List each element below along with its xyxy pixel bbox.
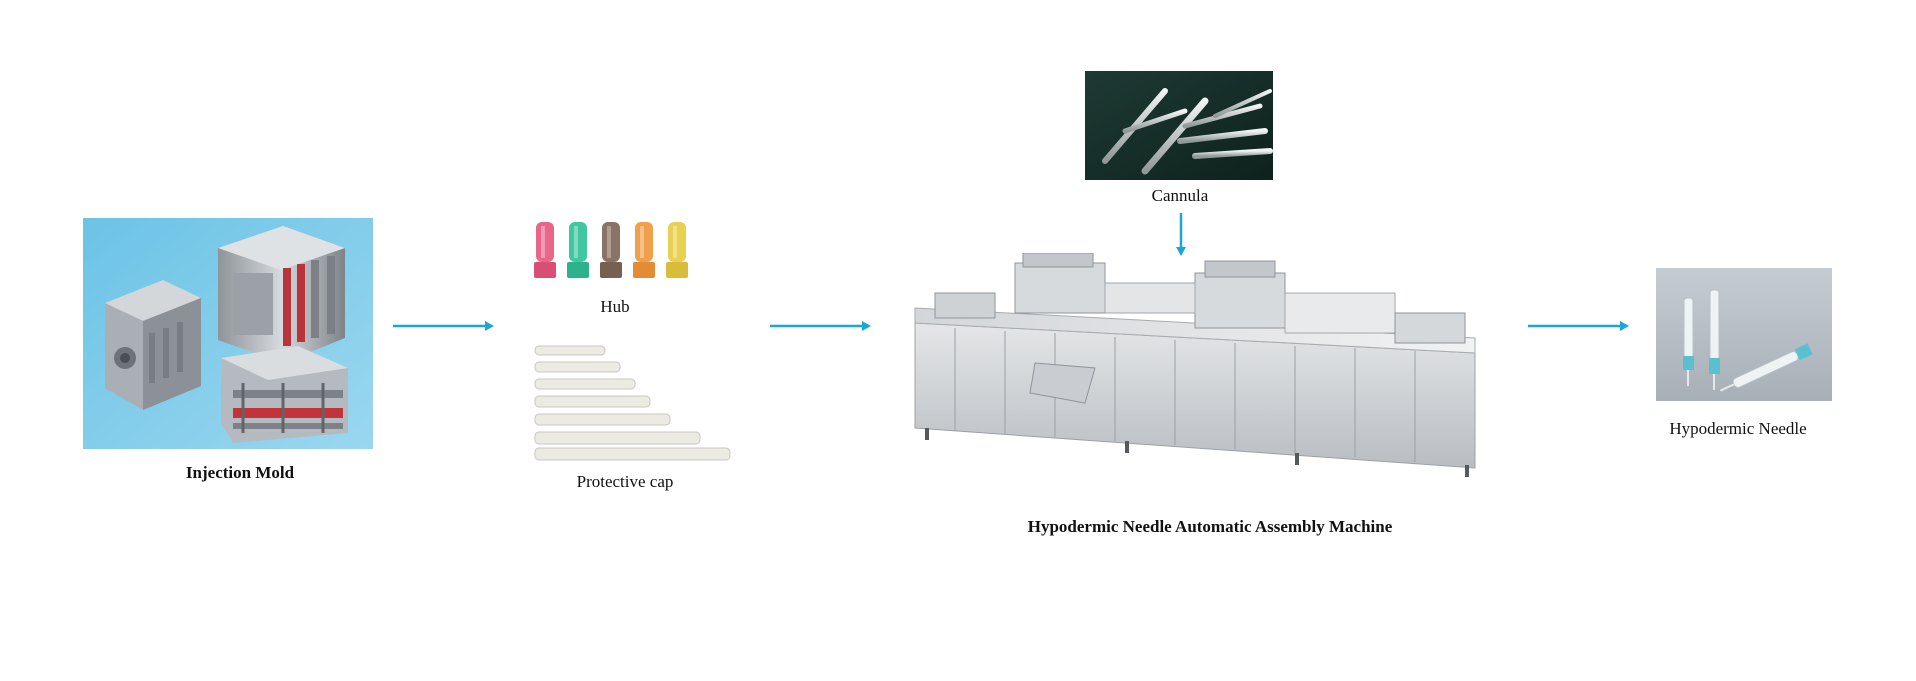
hub-label: Hub: [600, 297, 630, 316]
assembly-machine-image: [895, 253, 1495, 503]
protective-cap-label: Protective cap: [576, 472, 674, 491]
hypodermic-needle-image: [1656, 268, 1832, 401]
needle-hubs-image: [530, 220, 698, 286]
arrow-machine-to-needle: [1528, 318, 1630, 334]
arrow-parts-to-machine: [770, 318, 872, 334]
arrow-cannula-to-machine: [1173, 213, 1189, 257]
cannula-label: Cannula: [1151, 186, 1209, 205]
assembly-machine-label: Hypodermic Needle Automatic Assembly Mac…: [1027, 517, 1393, 536]
hypodermic-needle-label: Hypodermic Needle: [1669, 419, 1807, 438]
protective-caps-image: [533, 344, 733, 462]
arrow-mold-to-hub: [393, 318, 495, 334]
injection-mold-image: [83, 218, 373, 449]
cannula-image: [1085, 71, 1273, 180]
injection-mold-label: Injection Mold: [185, 463, 295, 482]
